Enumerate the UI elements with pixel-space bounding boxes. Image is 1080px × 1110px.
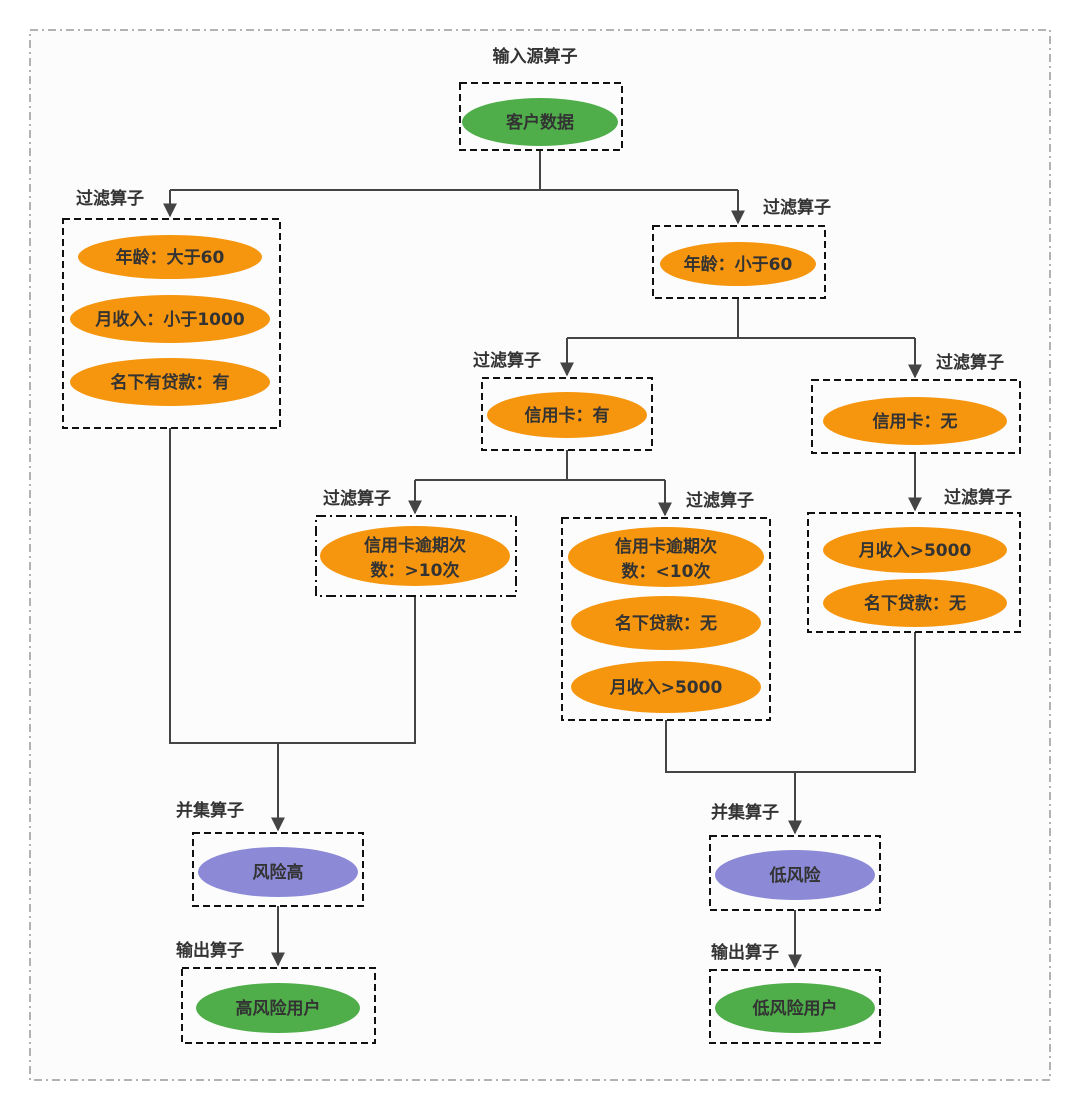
node-low-risk [715, 850, 875, 900]
edges [163, 150, 922, 969]
node-label: 数：<10次 [622, 561, 711, 582]
filter-box-credit-card-no [811, 379, 1021, 454]
node-label: 信用卡：有 [525, 405, 610, 426]
node-label: 风险高 [253, 862, 304, 883]
node-age-over-60 [78, 235, 262, 279]
node-income-over-5000 [823, 527, 1007, 573]
node-credit-card-yes [487, 392, 647, 438]
filter-box-age-over-60 [62, 218, 281, 429]
label-filter-operator: 过滤算子 [944, 487, 1012, 508]
node-high-risk-users [196, 983, 360, 1033]
filter-box-income-over-5000 [807, 512, 1021, 633]
node-label: 年龄：大于60 [116, 247, 225, 268]
node-low-risk-users [715, 983, 875, 1033]
label-filter-operator: 过滤算子 [76, 188, 144, 209]
node-label: 信用卡逾期次 [364, 535, 466, 556]
filter-box-age-under-60 [652, 225, 826, 299]
filter-box-overdue-lt10 [561, 517, 771, 721]
label-filter-operator: 过滤算子 [473, 350, 541, 371]
label-output-operator: 输出算子 [711, 942, 779, 963]
node-label: 名下贷款：无 [864, 593, 966, 614]
node-no-loan [823, 579, 1007, 627]
node-age-under-60 [660, 242, 816, 286]
node-label: 信用卡逾期次 [615, 536, 717, 557]
node-customer-data [462, 98, 618, 146]
node-label: 名下有贷款：有 [111, 372, 230, 393]
filter-box-overdue-gt10 [315, 515, 517, 597]
node-label: 月收入>5000 [609, 677, 723, 698]
node-high-risk [198, 847, 358, 897]
node-overdue-lt10 [568, 527, 764, 587]
node-income-under-1000 [70, 295, 270, 343]
label-output-operator: 输出算子 [176, 940, 244, 961]
node-credit-card-no [823, 397, 1007, 445]
label-input-operator: 输入源算子 [493, 46, 578, 67]
label-filter-operator: 过滤算子 [936, 352, 1004, 373]
union-box-low-risk [709, 835, 881, 911]
label-filter-operator: 过滤算子 [323, 488, 391, 509]
node-label: 客户数据 [505, 112, 574, 133]
node-label: 年龄：小于60 [684, 254, 793, 275]
node-label: 低风险用户 [752, 998, 838, 1019]
node-label: 高风险用户 [236, 998, 321, 1019]
label-filter-operator: 过滤算子 [763, 197, 831, 218]
node-has-loan [70, 358, 270, 406]
output-box-high-risk-users [181, 967, 376, 1044]
node-label: 信用卡：无 [873, 411, 958, 432]
node-overdue-gt10 [320, 526, 510, 586]
input-operator-box [459, 82, 623, 151]
node-label: 低风险 [769, 865, 822, 886]
node-label: 数：>10次 [371, 560, 460, 581]
label-union-operator: 并集算子 [176, 800, 244, 821]
label-filter-operator: 过滤算子 [686, 490, 754, 511]
node-label: 月收入：小于1000 [94, 309, 244, 330]
node-label: 月收入>5000 [858, 540, 972, 561]
label-union-operator: 并集算子 [711, 802, 779, 823]
node-no-loan [571, 596, 761, 650]
node-label: 名下贷款：无 [615, 613, 717, 634]
node-income-over-5000 [571, 661, 761, 713]
